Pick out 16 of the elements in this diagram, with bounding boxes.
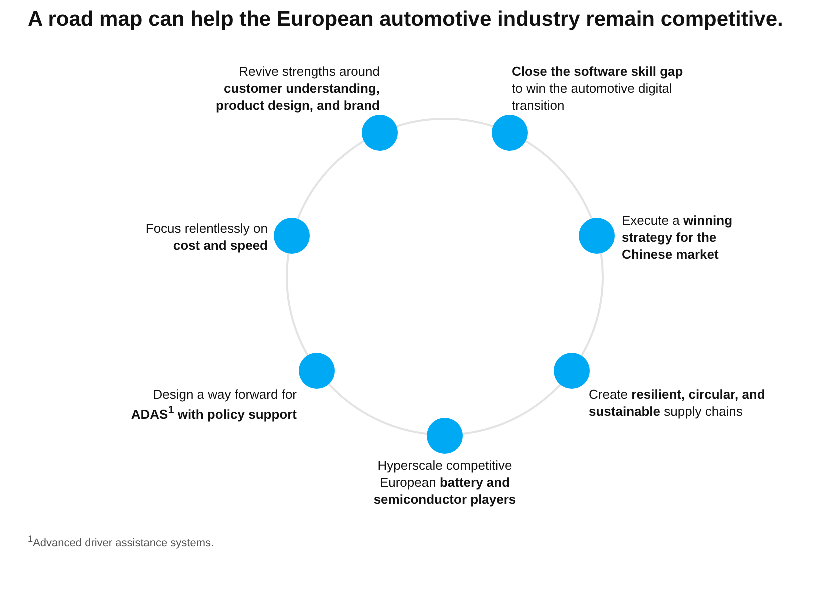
dot-marker	[579, 218, 615, 254]
dot-marker	[554, 353, 590, 389]
dot-marker	[274, 218, 310, 254]
goal-text: Create resilient, circular, and sustainable supply chains	[589, 386, 766, 420]
footnote: $^{1}$Advanced driver assistance systems.	[28, 533, 214, 552]
dot-marker	[362, 115, 398, 151]
goal-text: Focus relentlessly on cost and speed	[144, 220, 268, 254]
goal-text: Revive strengths around customer understanding, product design, and brand	[215, 63, 380, 114]
goal-text: Execute a winning strategy for the Chinese market	[622, 212, 734, 263]
dot-marker	[427, 418, 463, 454]
goal-text: Close the software skill gap to win the automotive digital transition	[512, 63, 684, 114]
goal-text: Design a way forward for ADAS$^{1}$ with policy support	[130, 386, 297, 424]
dot-marker	[492, 115, 528, 151]
dot-marker	[299, 353, 335, 389]
goal-text: Hyperscale competitive European battery and semiconductor players	[372, 457, 518, 508]
title: A road map can help the European automotive industry remain competitive.	[28, 8, 784, 32]
